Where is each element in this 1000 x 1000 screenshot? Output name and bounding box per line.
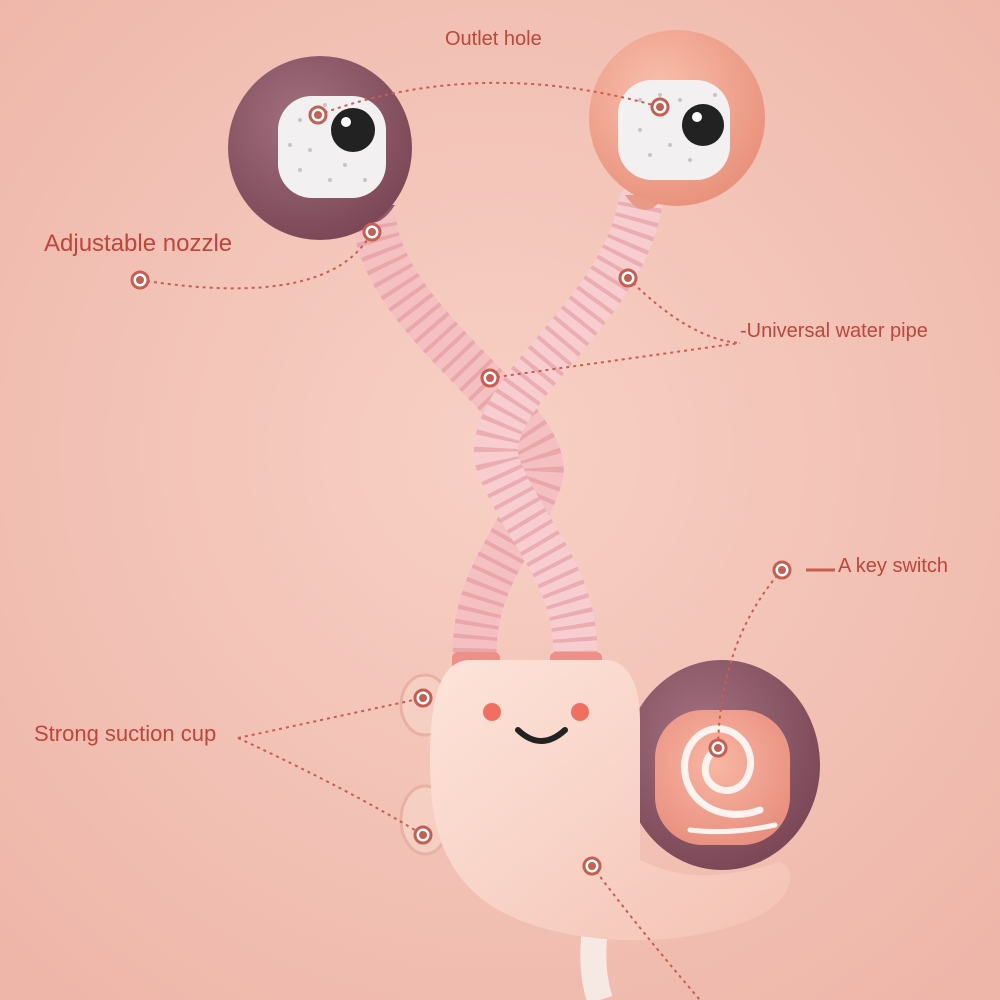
nozzle-eye-shine-right <box>692 112 702 122</box>
key-switch-spiral-icon <box>681 725 764 818</box>
nozzle-eye-shine-left <box>341 117 351 127</box>
water-pipe-right-ribs <box>474 200 662 667</box>
shell-base-line <box>687 822 778 835</box>
universal-water-pipe-label: -Universal water pipe <box>740 320 928 342</box>
nozzle-face-left <box>278 96 386 198</box>
callout-lines <box>139 81 783 1000</box>
smile <box>515 727 568 744</box>
outlet-holes-right <box>638 93 717 162</box>
key-switch-label: A key switch <box>838 555 949 577</box>
outlet-holes-left <box>288 103 367 182</box>
callout-dots <box>130 97 792 876</box>
bottom-hose <box>580 928 613 1000</box>
outlet-hole-label: Outlet hole <box>445 28 542 50</box>
strong-suction-cup-label: Strong suction cup <box>34 721 217 746</box>
cheek-left <box>483 703 501 721</box>
nozzle-eye-left <box>331 108 375 152</box>
cheek-right <box>571 703 589 721</box>
adjustable-nozzle-label: Adjustable nozzle <box>44 230 233 257</box>
water-pipe-left-ribs <box>353 220 564 667</box>
nozzle-eye-right <box>682 104 724 146</box>
